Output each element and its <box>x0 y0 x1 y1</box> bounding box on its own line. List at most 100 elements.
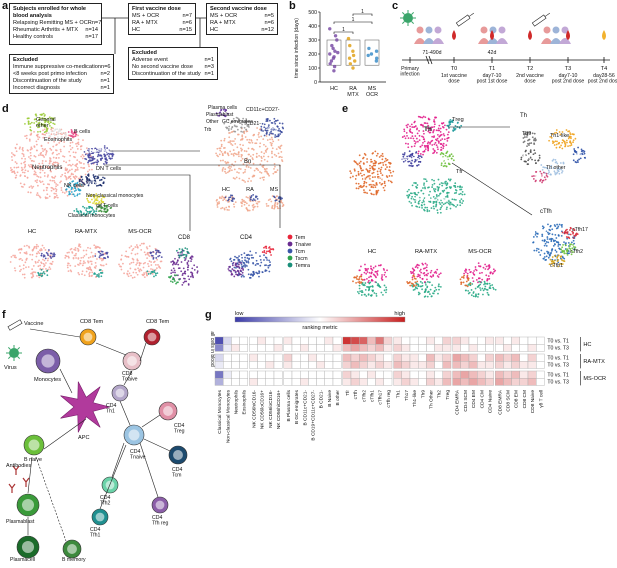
umap-point <box>67 134 70 137</box>
umap-point <box>262 155 265 158</box>
umap-point <box>567 236 570 239</box>
umap-point <box>406 190 409 193</box>
umap-point <box>53 253 56 256</box>
umap-point <box>106 208 109 211</box>
heatmap-cell <box>495 344 504 352</box>
umap-point <box>444 202 447 205</box>
umap-point <box>543 244 546 247</box>
umap-point <box>39 264 41 267</box>
umap-point <box>465 280 468 283</box>
umap-point <box>565 252 567 255</box>
umap-point <box>368 176 370 179</box>
umap-point <box>9 261 12 263</box>
label-line: CD4 Naive <box>488 390 494 414</box>
umap-point <box>430 269 433 272</box>
label-line: cTfh2 <box>570 249 583 255</box>
umap-point <box>87 181 90 183</box>
umap-point <box>426 295 429 298</box>
umap-point <box>529 156 532 159</box>
label-dn: DN T cells <box>402 157 428 163</box>
heatmap-cell <box>358 370 368 379</box>
umap-point <box>66 194 69 197</box>
umap-point <box>93 196 96 199</box>
umap-point <box>406 155 409 158</box>
umap-point <box>280 156 283 159</box>
umap-point <box>106 251 109 254</box>
umap-point <box>101 271 104 274</box>
umap-point <box>424 283 427 286</box>
umap-point <box>489 284 492 287</box>
umap-point <box>379 177 382 180</box>
umap-point <box>564 143 567 146</box>
heatmap-cell <box>511 361 521 369</box>
umap-point <box>384 271 387 274</box>
umap-point <box>17 166 20 169</box>
label-line: 400 <box>308 24 317 30</box>
umap-point <box>175 282 177 285</box>
umap-point <box>416 287 419 290</box>
umap-point <box>83 274 86 277</box>
umap-point <box>357 278 360 281</box>
umap-point <box>410 156 413 159</box>
umap-point <box>566 252 569 255</box>
umap-point <box>101 194 104 197</box>
umap-point <box>376 190 379 193</box>
umap-point <box>230 194 232 197</box>
umap-point <box>148 270 150 273</box>
umap-point <box>64 167 67 170</box>
umap-point <box>37 154 40 157</box>
umap-point <box>32 265 35 267</box>
umap-point <box>240 201 243 204</box>
umap-point <box>247 261 250 264</box>
umap-point <box>134 268 137 271</box>
label-line: dose <box>448 79 459 85</box>
umap-point <box>258 270 260 273</box>
umap-point <box>452 130 455 132</box>
umap-point <box>525 133 528 136</box>
umap-point <box>241 256 244 259</box>
umap-point <box>21 259 24 262</box>
label-monocytes: Monocytes <box>34 377 61 383</box>
umap-point <box>31 268 34 271</box>
umap-point <box>422 192 425 195</box>
umap-point <box>220 113 223 116</box>
umap-point <box>446 133 449 136</box>
umap-point <box>173 274 176 277</box>
legend-label: Tem <box>295 235 306 241</box>
heatmap-cell <box>495 377 504 386</box>
label-line: Vaccine <box>24 321 44 327</box>
umap-point <box>370 160 372 163</box>
umap-point <box>271 147 274 150</box>
umap-point <box>265 247 268 250</box>
umap-point <box>355 182 358 185</box>
umap-point <box>13 166 16 169</box>
umap-point <box>47 254 49 257</box>
umap-point <box>375 193 378 196</box>
umap-point <box>19 146 21 149</box>
umap-point <box>349 170 352 173</box>
umap-point <box>222 108 225 111</box>
umap-point <box>547 169 550 172</box>
umap-point <box>260 151 263 153</box>
umap-point <box>53 132 56 135</box>
umap-point <box>22 149 24 152</box>
umap-point <box>430 295 433 298</box>
umap-point <box>423 184 425 186</box>
umap-point <box>19 251 22 254</box>
heatmap-cell <box>249 361 258 369</box>
umap-point <box>472 280 475 283</box>
umap-point <box>45 119 48 121</box>
umap-point <box>557 166 560 169</box>
umap-point <box>431 126 434 129</box>
umap-point <box>410 145 413 148</box>
umap-point <box>31 159 34 162</box>
umap-point <box>553 144 556 146</box>
umap-point <box>364 282 367 284</box>
umap-point <box>555 240 558 243</box>
label-line: Th17 <box>522 155 534 161</box>
umap-point <box>48 195 51 198</box>
